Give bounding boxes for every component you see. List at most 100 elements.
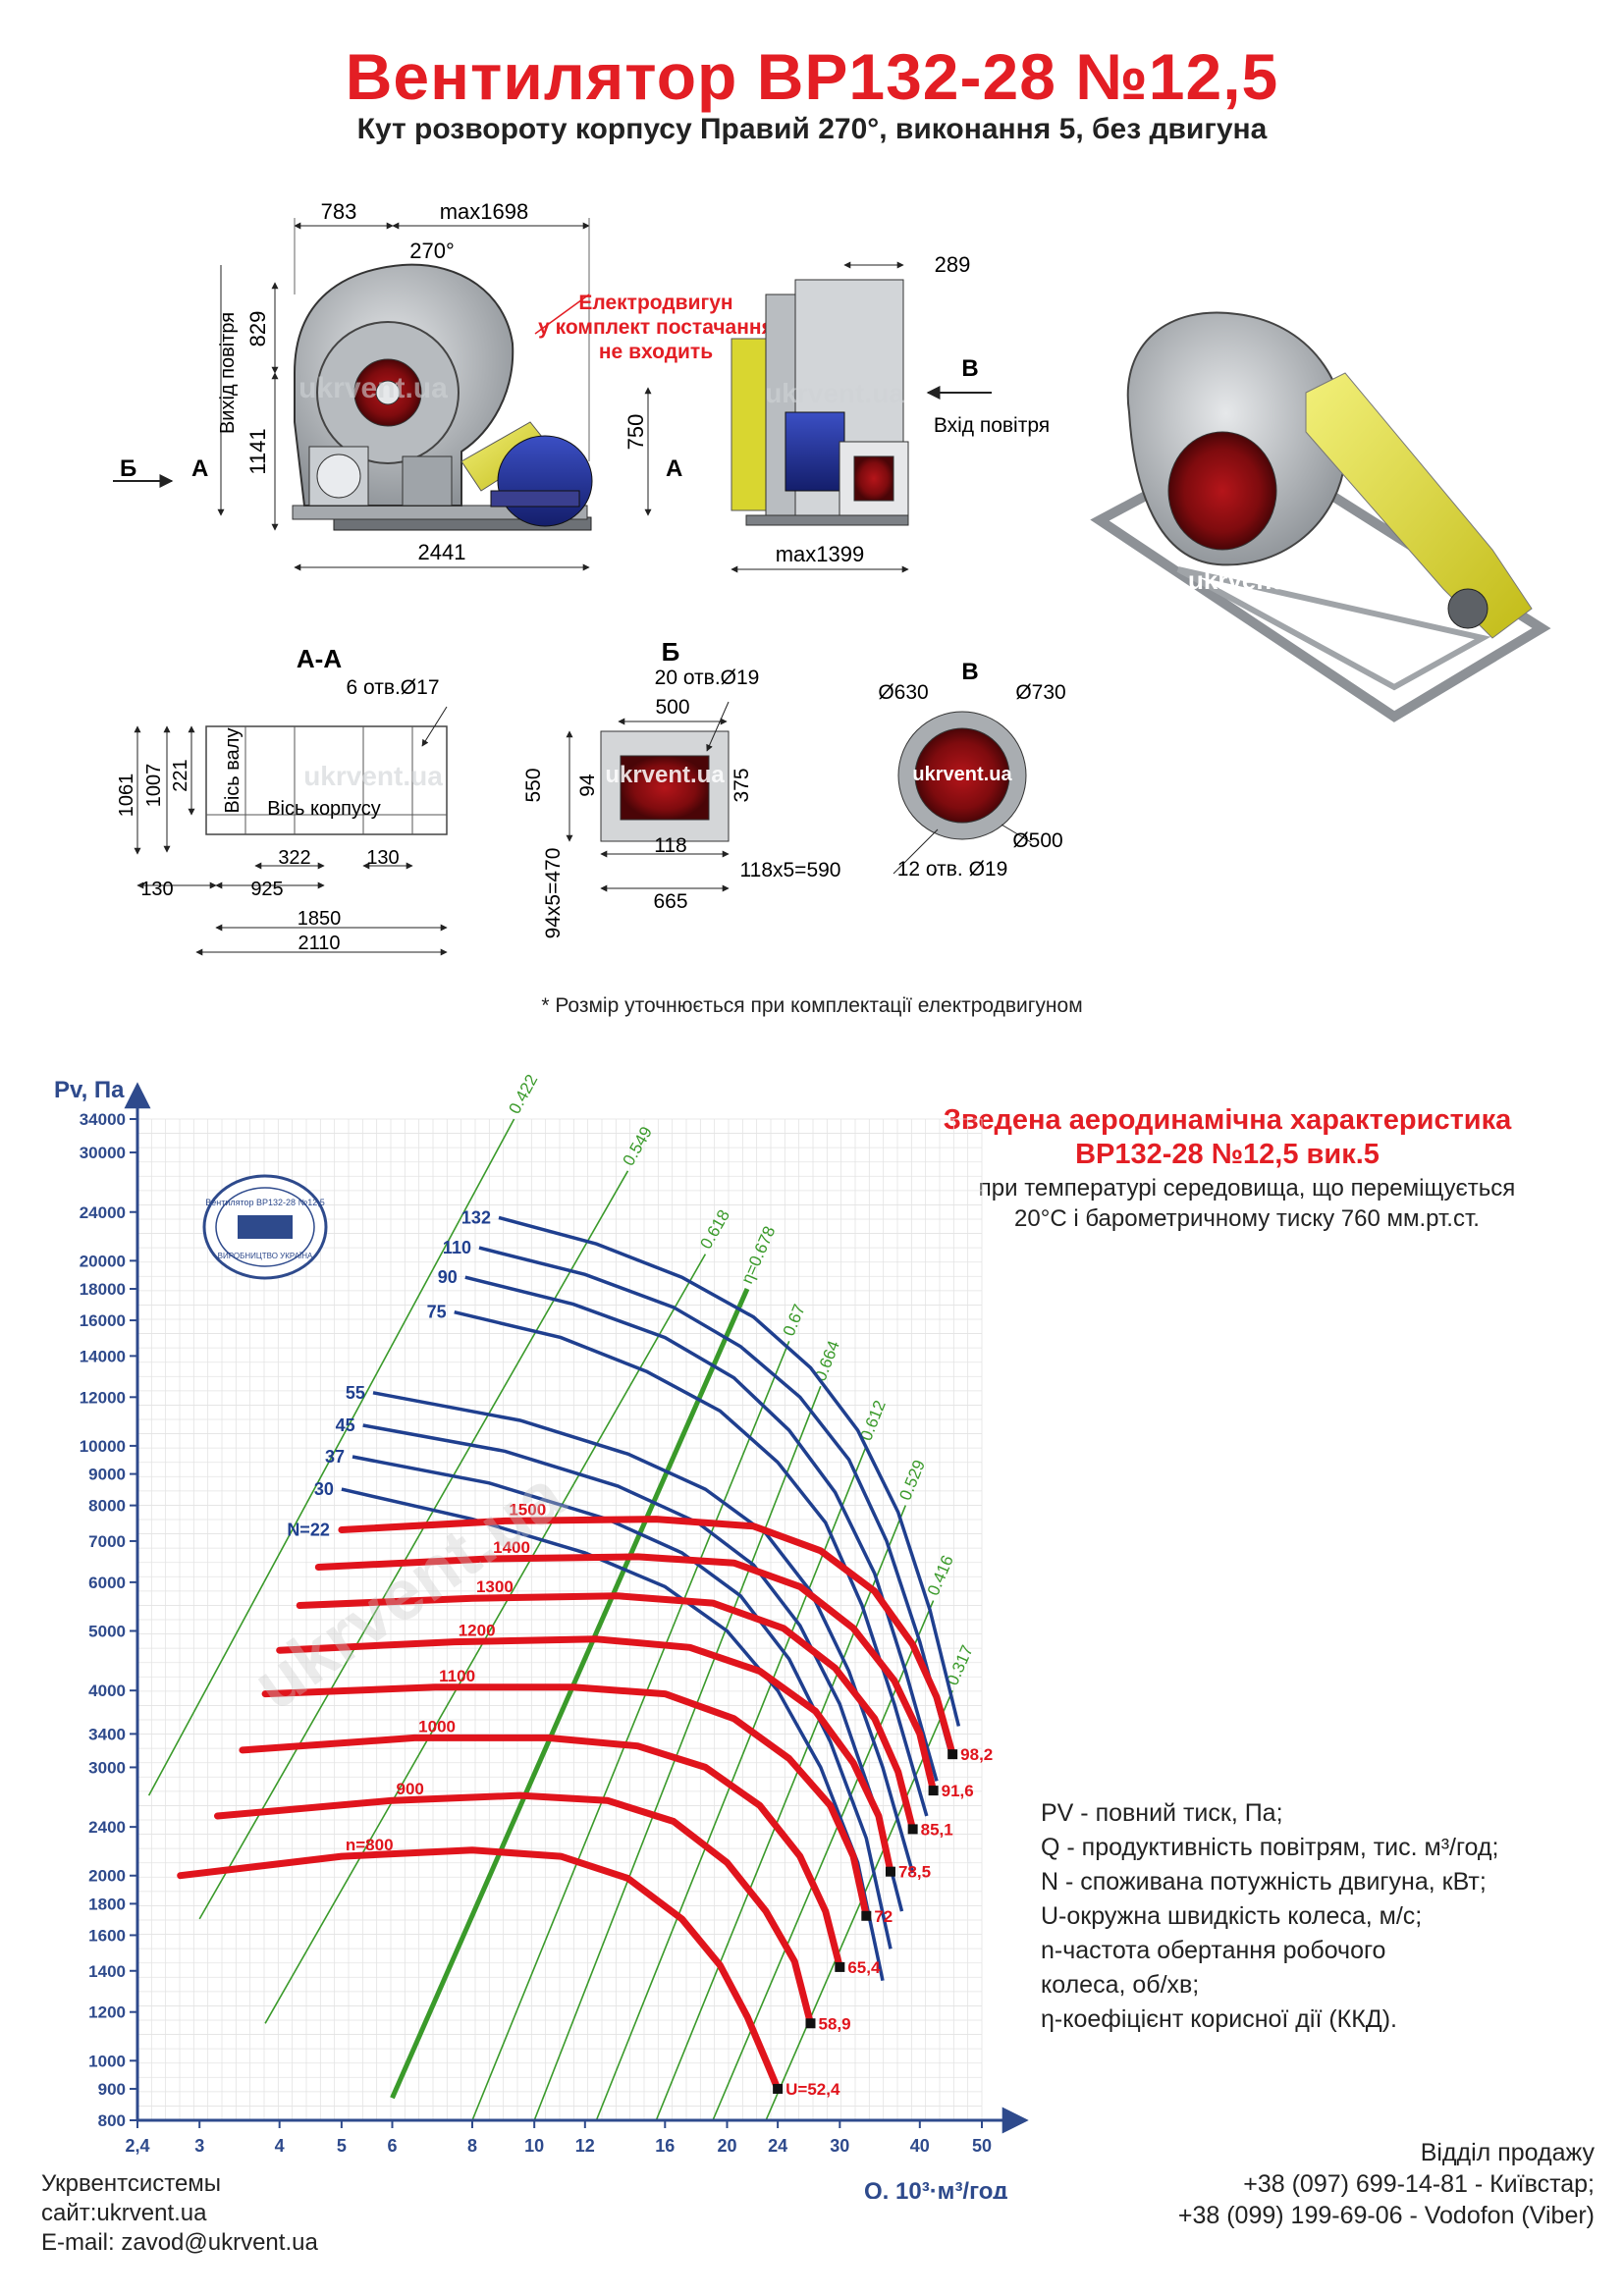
y-tick-label: 18000 xyxy=(80,1280,126,1299)
speed-curve xyxy=(261,1683,870,1920)
speed-label: 900 xyxy=(397,1780,424,1798)
dim-500: 500 xyxy=(655,696,689,719)
y-tick-label: 5000 xyxy=(88,1622,126,1640)
efficiency-label: 0.618 xyxy=(696,1206,733,1252)
efficiency-line xyxy=(533,1385,822,2121)
x-tick-label: 2,4 xyxy=(125,2136,149,2156)
power-curve xyxy=(362,1423,904,1912)
speed-curve xyxy=(239,1734,843,1971)
phone-vodafone: +38 (099) 199-69-06 - Vodofon (Viber) xyxy=(1177,2202,1595,2229)
chart-subtitle-line1: при температурі середовища, що переміщує… xyxy=(978,1175,1516,1201)
y-tick-label: 1600 xyxy=(88,1926,126,1945)
speed-label: 1400 xyxy=(493,1538,530,1557)
dim-375: 375 xyxy=(731,768,753,802)
dim-289: 289 xyxy=(935,252,971,277)
motor-note-line2: у комплект постачання xyxy=(538,316,774,339)
efficiency-label: 0.529 xyxy=(895,1458,929,1504)
legend-item: колеса, об/хв; xyxy=(1041,1971,1200,1999)
chart-legend: PV - повний тиск, Па; Q - продуктивність… xyxy=(1041,1796,1498,2037)
view-a-arrow-label-right: А xyxy=(666,455,682,482)
dim-750: 750 xyxy=(623,414,648,451)
holes-label: 6 отв.Ø17 xyxy=(346,676,439,699)
dim-130-right: 130 xyxy=(366,847,399,869)
x-tick-label: 8 xyxy=(467,2136,477,2156)
y-tick-label: 30000 xyxy=(80,1144,126,1162)
y-tick-label: 900 xyxy=(98,2080,126,2099)
u-value-label: 58,9 xyxy=(818,2014,850,2033)
dim-max1399: max1399 xyxy=(776,542,865,566)
curve-end-marker xyxy=(928,1786,939,1796)
power-label: 55 xyxy=(346,1383,365,1403)
y-tick-label: 7000 xyxy=(88,1532,126,1551)
dim-118: 118 xyxy=(654,834,686,857)
curve-end-marker xyxy=(835,1961,845,1972)
outlet-label: Вихід повітря xyxy=(217,312,239,434)
section-aa-title: А-А xyxy=(297,644,342,673)
power-label: 132 xyxy=(461,1207,491,1227)
chart-subtitle-line2: 20°С і барометричному тиску 760 мм.рт.ст… xyxy=(1014,1205,1480,1232)
axis-shaft-label: Вісь валу xyxy=(222,728,244,814)
dim-d500: Ø500 xyxy=(1012,829,1062,852)
dimension-note: * Розмір уточнюється при комплектації ел… xyxy=(541,994,1083,1017)
power-label: 110 xyxy=(443,1238,471,1257)
dim-94: 94 xyxy=(576,774,599,797)
watermark: ukrvent.ua xyxy=(912,764,1012,785)
section-aa: А-А 6 отв.Ø17 1061 1007 221 Вісь валу Ві… xyxy=(116,644,448,956)
efficiency-line xyxy=(390,1287,750,2100)
sales-contacts: Відділ продажу +38 (097) 699-14-81 - Киї… xyxy=(1178,2137,1595,2231)
chart-axes: 8009001000120014001600180020002400300034… xyxy=(54,1077,1029,2199)
efficiency-label: 0.422 xyxy=(505,1071,541,1116)
x-tick-label: 16 xyxy=(655,2136,675,2156)
power-curve xyxy=(352,1455,893,1949)
efficiency-line xyxy=(765,1689,953,2121)
y-tick-label: 3000 xyxy=(88,1758,126,1777)
efficiency-line xyxy=(198,1170,629,1920)
watermark: ukrvent.ua xyxy=(1188,565,1318,595)
isometric-view: ukrvent.ua xyxy=(1090,311,1551,722)
watermark: ukrvent.ua xyxy=(298,372,448,404)
u-value-label: 91,6 xyxy=(942,1782,974,1800)
y-tick-label: 3400 xyxy=(88,1725,126,1743)
y-tick-label: 24000 xyxy=(80,1203,126,1222)
view-a-arrow-label-left: А xyxy=(191,455,208,482)
curve-end-marker xyxy=(907,1824,918,1835)
efficiency-label: 0.67 xyxy=(780,1302,809,1339)
holes-label: 20 отв.Ø19 xyxy=(655,667,760,689)
y-tick-label: 34000 xyxy=(80,1110,126,1129)
power-curve xyxy=(464,1275,939,1782)
x-tick-label: 24 xyxy=(768,2136,787,2156)
dim-max1698: max1698 xyxy=(440,199,529,224)
dim-783: 783 xyxy=(321,199,357,224)
power-label: 90 xyxy=(438,1267,458,1287)
curve-end-marker xyxy=(885,1866,895,1877)
y-tick-label: 1400 xyxy=(88,1962,126,1981)
legend-item: PV - повний тиск, Па; xyxy=(1041,1799,1283,1827)
x-tick-label: 20 xyxy=(717,2136,736,2156)
u-value-label: 98,2 xyxy=(960,1745,993,1764)
x-tick-label: 50 xyxy=(972,2136,992,2156)
dim-2441: 2441 xyxy=(418,540,466,564)
page-title: Вентилятор ВР132-28 №12,5 xyxy=(345,40,1279,113)
view-b-arrow-label: Б xyxy=(120,455,136,482)
stamp-text-bottom: ВИРОБНИЦТВО УКРАЇНА xyxy=(218,1252,313,1260)
dim-1850: 1850 xyxy=(298,908,342,930)
power-label: 30 xyxy=(314,1479,334,1499)
y-axis-label: Pv, Па xyxy=(54,1077,125,1103)
power-curve xyxy=(478,1246,951,1751)
x-tick-label: 6 xyxy=(388,2136,398,2156)
u-value-label: 78,5 xyxy=(898,1863,931,1882)
speed-label: 1100 xyxy=(439,1667,475,1685)
watermark: ukrvent.ua xyxy=(303,761,443,791)
x-tick-label: 10 xyxy=(524,2136,544,2156)
axis-body-label: Вісь корпусу xyxy=(267,798,381,820)
legend-item: N - споживана потужність двигуна, кВт; xyxy=(1041,1868,1487,1896)
efficiency-line xyxy=(147,1118,515,1796)
efficiency-line xyxy=(655,1505,907,2121)
view-v-arrow-label: В xyxy=(961,355,978,382)
speed-curve xyxy=(314,1553,938,1794)
view-v-title: В xyxy=(961,659,978,685)
x-tick-label: 40 xyxy=(910,2136,930,2156)
u-value-label: 65,4 xyxy=(847,1958,881,1977)
x-tick-label: 5 xyxy=(337,2136,347,2156)
y-tick-label: 1000 xyxy=(88,2052,126,2070)
